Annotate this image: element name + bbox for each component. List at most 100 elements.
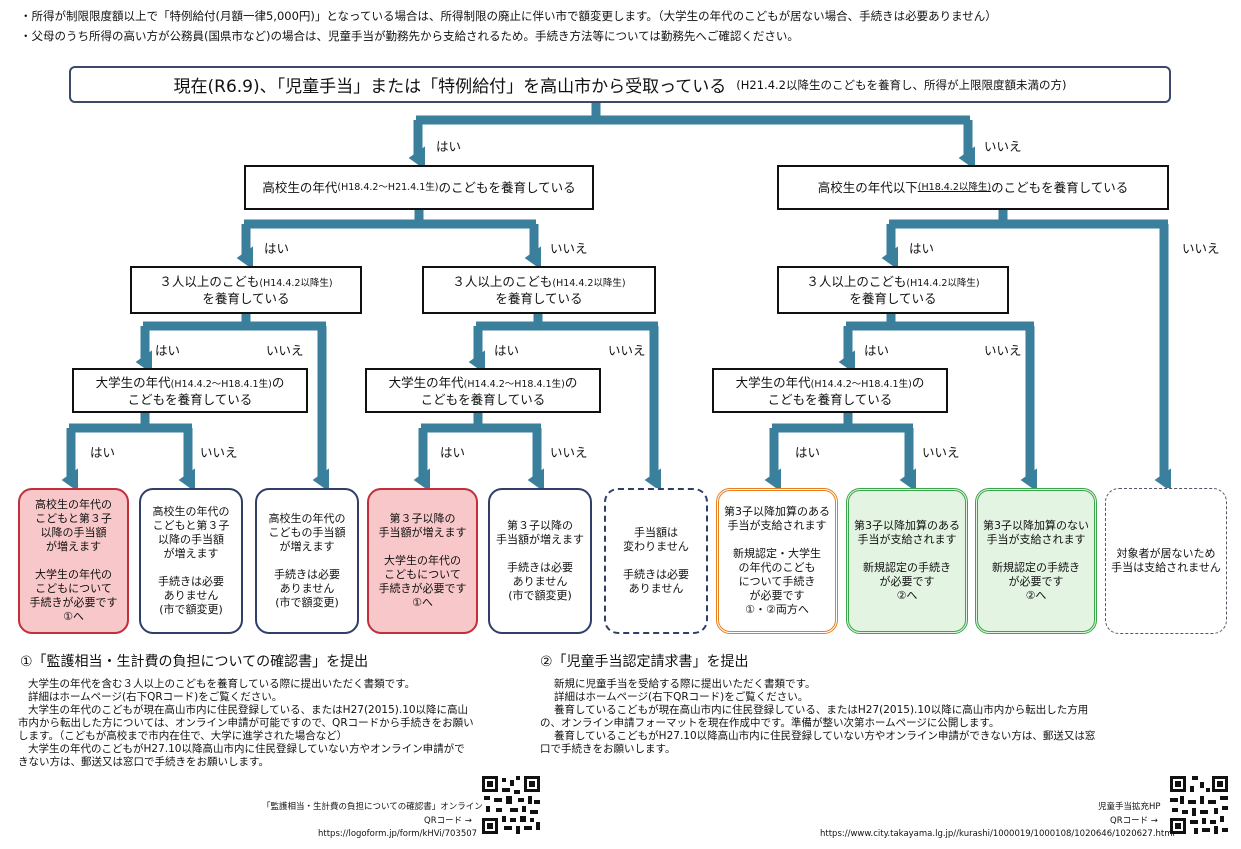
section2-paragraph: 詳細はホームページ(右下QRコード)をご覧ください。 [554,691,809,703]
result-text: が必要です [1008,575,1064,588]
label-yes: はい [264,241,290,256]
q-text: 大学生の年代 [735,374,811,390]
result-text: 手続きは必要 [507,561,573,574]
q-date: (H14.4.2〜H18.4.1生) [810,378,912,390]
q-text: こどもを養育している [127,391,253,407]
question-highschool-right: 高校生の年代以下(H18.4.2以降生)のこどもを養育している [777,165,1169,210]
result-text: 手続きが必要です [29,596,118,609]
result-text: 手当額は [634,526,678,539]
label-no: いいえ [1182,241,1220,256]
label-no: いいえ [922,445,960,460]
result-text: ①・②両方へ [745,603,809,616]
label-yes: はい [440,445,466,460]
label-no: いいえ [200,445,238,460]
section2-paragraph: の、オンライン申請フォーマットを現在作成中です。準備が整い次第ホームページに公開… [540,717,1000,729]
section2-qr-caption: 児童手当拡充HP [1098,802,1161,812]
section1-paragraph: きない方は、郵送又は窓口で手続きをお願いします。 [18,756,269,768]
label-yes: はい [155,343,181,358]
label-yes: はい [436,139,462,154]
section2-paragraph: 養育しているこどもが現在高山市内に住民登録している、またはH27(2015).1… [554,704,1089,716]
result-text: 手続きは必要 [623,568,689,581]
q-date: (H14.4.2以降生) [906,278,980,289]
q-date: (H18.4.2〜H21.4.1生) [337,182,439,193]
label-no: いいえ [550,241,588,256]
top-condition-main: 現在(R6.9)、「児童手当」または「特例給付」を高山市から受取っている [173,77,727,97]
result-text: ①へ [63,610,84,623]
result-text: ②へ [1025,589,1047,602]
result-text: 高校生の年代の [268,512,346,525]
result-text: こどもについて [384,568,461,581]
result-text: ②へ [896,589,918,602]
result-text: 第３子以降の [389,512,456,525]
result-box-9: 第3子以降加算のない 手当が支給されます 新規認定の手続き が必要です ②へ [975,488,1097,634]
result-text: (市で額変更) [275,596,339,609]
label-yes: はい [90,445,116,460]
result-box-5: 第３子以降の 手当額が増えます 手続きは必要 ありません (市で額変更) [488,488,592,634]
result-text: 手当が支給されます [727,519,827,532]
question-three-children-middle: ３人以上のこども(H14.4.2以降生) を養育している [422,266,656,314]
result-text: の年代のこども [738,561,816,574]
section1-title: ①「監護相当・生計費の負担についての確認書」を提出 [20,654,369,670]
label-yes: はい [909,241,935,256]
result-text: 手当は支給されません [1111,561,1221,574]
result-text: が必要です [749,589,805,602]
section1-qr-label: QRコード → [424,816,472,826]
result-text: 高校生の年代の [35,498,112,511]
label-no: いいえ [266,343,304,358]
q-text: 大学生の年代 [388,374,464,390]
question-highschool-left: 高校生の年代(H18.4.2〜H21.4.1生)のこどもを養育している [244,165,594,210]
q-text: こどもを養育している [420,391,546,407]
section1-paragraph: 大学生の年代のこどもがH27.10以降高山市内に住民登録していない方やオンライン… [28,743,465,755]
note-line-2: ・父母のうち所得の高い方が公務員(国県市など)の場合は、児童手当が勤務先から支給… [20,29,799,43]
result-text: が増えます [279,540,335,553]
label-yes: はい [494,343,520,358]
result-box-7: 第3子以降加算のある 手当が支給されます 新規認定・大学生 の年代のこども につ… [716,488,838,634]
section2-title: ②「児童手当認定請求書」を提出 [540,654,749,670]
result-text: こどもの手当額 [268,526,346,539]
result-text: 第3子以降加算のある [854,519,960,532]
result-box-10: 対象者が居ないため 手当は支給されません [1105,488,1227,634]
result-text: ありません [512,575,568,588]
section2-paragraph: 口で手続きをお願いします。 [540,743,676,755]
result-text: (市で額変更) [159,603,223,616]
result-text: が増えます [46,540,101,553]
q-text: ３人以上のこども [452,274,553,289]
section1-url[interactable]: https://logoform.jp/form/kHVi/703507 [318,829,478,839]
q-text: 高校生の年代以下 [817,180,918,195]
section2-body: 新規に児童手当を受給する際に提出いただく書類です。 詳細はホームページ(右下QR… [540,678,1095,756]
question-three-children-left: ３人以上のこども(H14.4.2以降生) を養育している [130,266,362,314]
section2-paragraph: 養育しているこどもがH27.10以降高山市内に住民登録していない方やオンライン申… [554,730,1096,742]
result-text: 大学生の年代の [35,568,112,581]
q-date: (H14.4.2〜H18.4.1生) [170,378,272,390]
section2-qr-label: QRコード → [1110,816,1158,826]
label-no: いいえ [984,139,1022,154]
q-text: を養育している [495,291,583,306]
result-text: 手当額が増えます [378,526,467,539]
result-text: 高校生の年代の [152,505,230,518]
q-text: こどもを養育している [767,391,893,407]
section1-body: 大学生の年代を含む３人以上のこどもを養育している際に提出いただく書類です。 詳細… [18,678,474,769]
q-text: の [271,374,285,390]
q-text: ３人以上のこども [806,274,907,289]
section1-paragraph: します。（こどもが高校まで市内在住で、大学に進学された場合など） [18,730,348,742]
section1-paragraph: 詳細はホームページ(右下QRコード)をご覧ください。 [28,691,283,703]
question-three-children-right: ３人以上のこども(H14.4.2以降生) を養育している [777,266,1009,314]
result-box-1: 高校生の年代の こどもと第３子 以降の手当額 が増えます 大学生の年代の こども… [18,488,129,634]
qr-code-icon[interactable] [482,776,540,834]
result-text: 第３子以降の [507,519,573,532]
result-text: (市で額変更) [508,589,572,602]
result-text: 第3子以降加算のある [724,505,830,518]
q-date: (H14.4.2〜H18.4.1生) [463,378,565,390]
result-text: こどもについて [35,582,112,595]
result-text: 第3子以降加算のない [983,519,1089,532]
label-no: いいえ [608,343,646,358]
q-date: (H18.4.2以降生) [917,182,992,193]
qr-code-icon[interactable] [1170,776,1228,834]
result-text: 手続きは必要 [158,575,224,588]
result-text: 手当が支給されます [857,533,957,546]
result-text: 変わりません [623,540,689,553]
result-box-2: 高校生の年代の こどもと第３子 以降の手当額 が増えます 手続きは必要 ありませ… [139,488,243,634]
label-no: いいえ [550,445,588,460]
question-university-right: 大学生の年代(H14.4.2〜H18.4.1生)の こどもを養育している [712,368,948,413]
section2-url[interactable]: https://www.city.takayama.lg.jp//kurashi… [820,829,1175,839]
